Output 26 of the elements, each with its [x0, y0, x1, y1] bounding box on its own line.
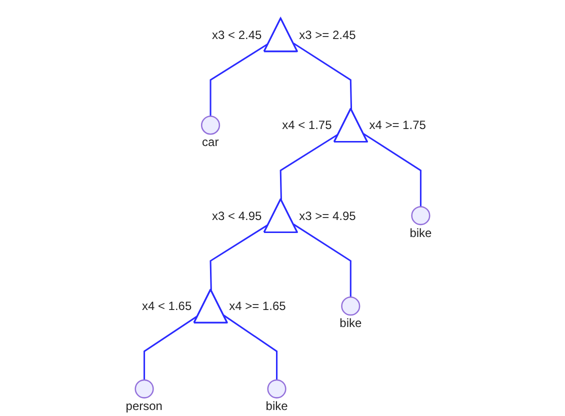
split-condition: x3 >= 2.45: [299, 28, 356, 42]
class-label: bike: [266, 398, 288, 413]
split-triangle: [263, 17, 298, 52]
split-triangle: [263, 198, 298, 233]
class-label: bike: [340, 316, 362, 330]
split-condition: x3 < 4.95: [212, 208, 262, 223]
split-condition: x4 < 1.65: [142, 299, 192, 314]
leaf-dot: [411, 206, 430, 226]
leaf-dot: [341, 296, 360, 316]
leaf-dot: [200, 116, 220, 135]
split-triangle: [193, 288, 228, 324]
split-condition: x4 >= 1.75: [369, 118, 426, 132]
leaf-dot: [134, 379, 154, 398]
class-label: person: [126, 398, 162, 413]
leaf-dot: [267, 379, 286, 398]
split-triangle: [333, 108, 368, 143]
connector: [293, 224, 352, 298]
split-condition: x4 >= 1.65: [229, 299, 286, 314]
class-label: bike: [410, 226, 432, 240]
connector: [363, 133, 422, 207]
class-label: car: [202, 135, 219, 150]
connector: [223, 314, 278, 380]
split-condition: x4 < 1.75: [282, 118, 332, 132]
split-condition: x3 >= 4.95: [299, 208, 356, 223]
split-condition: x3 < 2.45: [212, 28, 262, 42]
connector: [293, 42, 352, 110]
